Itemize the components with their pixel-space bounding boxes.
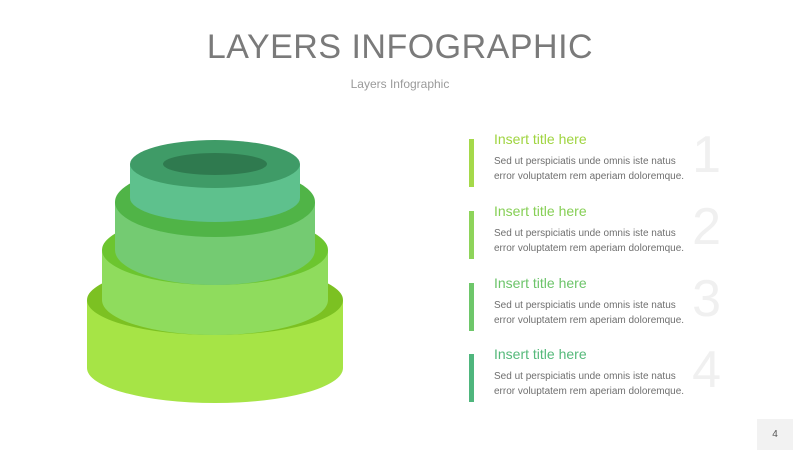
item-description: Sed ut perspiciatis unde omnis iste natu…	[494, 369, 694, 399]
item-description: Sed ut perspiciatis unde omnis iste natu…	[494, 298, 694, 328]
item-description-line-1: Sed ut perspiciatis unde omnis iste natu…	[494, 156, 676, 167]
item-number: 1	[692, 126, 721, 184]
page-number-badge: 4	[757, 419, 793, 450]
list-item-2: 2 Insert title here Sed ut perspiciatis …	[469, 201, 721, 259]
item-accent-bar	[469, 211, 474, 259]
list-item-3: 3 Insert title here Sed ut perspiciatis …	[469, 273, 721, 331]
item-description-line-1: Sed ut perspiciatis unde omnis iste natu…	[494, 371, 676, 382]
item-number: 3	[692, 270, 721, 328]
item-title: Insert title here	[494, 346, 587, 362]
page-subtitle: Layers Infographic	[350, 77, 450, 91]
item-description-line-1: Sed ut perspiciatis unde omnis iste natu…	[494, 300, 676, 311]
item-accent-bar	[469, 283, 474, 331]
item-number: 2	[692, 198, 721, 256]
list-item-1: 1 Insert title here Sed ut perspiciatis …	[469, 129, 721, 187]
item-description-line-1: Sed ut perspiciatis unde omnis iste natu…	[494, 228, 676, 239]
item-title: Insert title here	[494, 203, 587, 219]
item-accent-bar	[469, 139, 474, 187]
item-number: 4	[692, 341, 721, 399]
list-item-4: 4 Insert title here Sed ut perspiciatis …	[469, 344, 721, 402]
page-title: LAYERS INFOGRAPHIC	[206, 28, 594, 66]
item-description: Sed ut perspiciatis unde omnis iste natu…	[494, 154, 694, 184]
item-description: Sed ut perspiciatis unde omnis iste natu…	[494, 226, 694, 256]
item-description-line-2: error voluptatem rem aperiam doloremque.	[494, 386, 685, 397]
item-title: Insert title here	[494, 131, 587, 147]
item-title: Insert title here	[494, 275, 587, 291]
item-description-line-2: error voluptatem rem aperiam doloremque.	[494, 171, 685, 182]
item-accent-bar	[469, 354, 474, 402]
item-description-line-2: error voluptatem rem aperiam doloremque.	[494, 315, 685, 326]
layer-4	[130, 140, 300, 222]
item-description-line-2: error voluptatem rem aperiam doloremque.	[494, 243, 685, 254]
layered-cylinder-graphic	[87, 140, 343, 403]
